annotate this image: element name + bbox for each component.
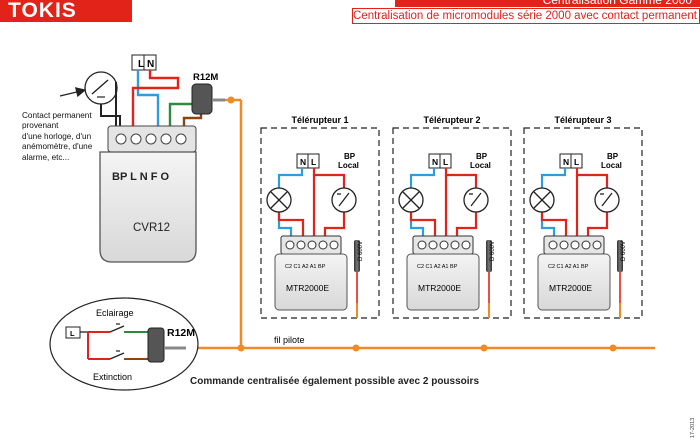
svg-text:D 600V: D 600V (358, 241, 364, 261)
switch-title-2: Télérupteur 2 (423, 115, 480, 125)
svg-text:alarme, etc...: alarme, etc... (22, 153, 69, 162)
svg-text:L: L (311, 157, 316, 167)
source-module-label: R12M (193, 72, 218, 83)
svg-text:MTR2000E: MTR2000E (549, 283, 592, 293)
two-button-inset (49, 297, 199, 391)
permanent-contact-icon (84, 71, 118, 105)
svg-text:D 600V: D 600V (621, 241, 627, 261)
switch-title-3: Télérupteur 3 (554, 115, 611, 125)
cvr12-label: CVR12 (133, 222, 170, 234)
svg-text:MTR2000E: MTR2000E (418, 283, 461, 293)
cvr12-terminal-labels: BP L N F O (112, 171, 169, 183)
series-title: Centralisation Gamme 2000 (395, 0, 700, 7)
switch-title-1: Télérupteur 1 (291, 115, 348, 125)
cvr12-module (99, 151, 197, 263)
svg-text:C2 C1 A2 A1 BP: C2 C1 A2 A1 BP (285, 264, 326, 270)
svg-text:BP: BP (344, 152, 356, 161)
r12m-module (191, 83, 213, 115)
svg-text:D 600V: D 600V (490, 241, 496, 261)
svg-text:anémomètre, d'une: anémomètre, d'une (22, 142, 93, 151)
pilot-wire-label: fil pilote (274, 335, 305, 345)
svg-text:Contact permanent: Contact permanent (22, 111, 92, 120)
svg-text:BP: BP (476, 152, 488, 161)
svg-text:Local: Local (470, 161, 491, 170)
svg-text:N: N (563, 157, 569, 167)
svg-text:MTR2000E: MTR2000E (286, 283, 329, 293)
svg-text:BP: BP (607, 152, 619, 161)
switch-unit-2-labels: N L BP Local C2 C1 A2 A1 BP MTR2000E D 6… (417, 152, 496, 293)
svg-text:N: N (300, 157, 306, 167)
footnote: Commande centralisée également possible … (190, 376, 479, 387)
switch-unit-1-labels: N L BP Local C2 C1 A2 A1 BP MTR2000E D 6… (285, 152, 364, 293)
reference-code: 17-2013 (690, 418, 696, 438)
svg-text:L: L (574, 157, 579, 167)
svg-text:d'une horloge, d'un: d'une horloge, d'un (22, 132, 92, 141)
pilot-wire (186, 96, 655, 352)
contact-note: Contact permanent provenant d'une horlog… (22, 111, 93, 162)
svg-text:C2 C1 A2 A1 BP: C2 C1 A2 A1 BP (417, 264, 458, 270)
svg-text:N: N (432, 157, 438, 167)
lighting-label: Eclairage (96, 308, 134, 318)
source-section (59, 54, 225, 263)
brand-logo: TOKIS (0, 0, 132, 22)
svg-text:provenant: provenant (22, 121, 59, 130)
switch-unit-3-labels: N L BP Local C2 C1 A2 A1 BP MTR2000E D 6… (548, 152, 627, 293)
extinction-label: Extinction (93, 372, 132, 382)
inset-module-label: R12M (167, 327, 195, 339)
source-terminal-n: N (147, 59, 154, 70)
svg-text:Local: Local (601, 161, 622, 170)
svg-text:C2 C1 A2 A1 BP: C2 C1 A2 A1 BP (548, 264, 589, 270)
svg-text:L: L (443, 157, 448, 167)
svg-text:Local: Local (338, 161, 359, 170)
inset-line-label: L (70, 329, 75, 338)
source-terminal-l: L (138, 59, 144, 70)
